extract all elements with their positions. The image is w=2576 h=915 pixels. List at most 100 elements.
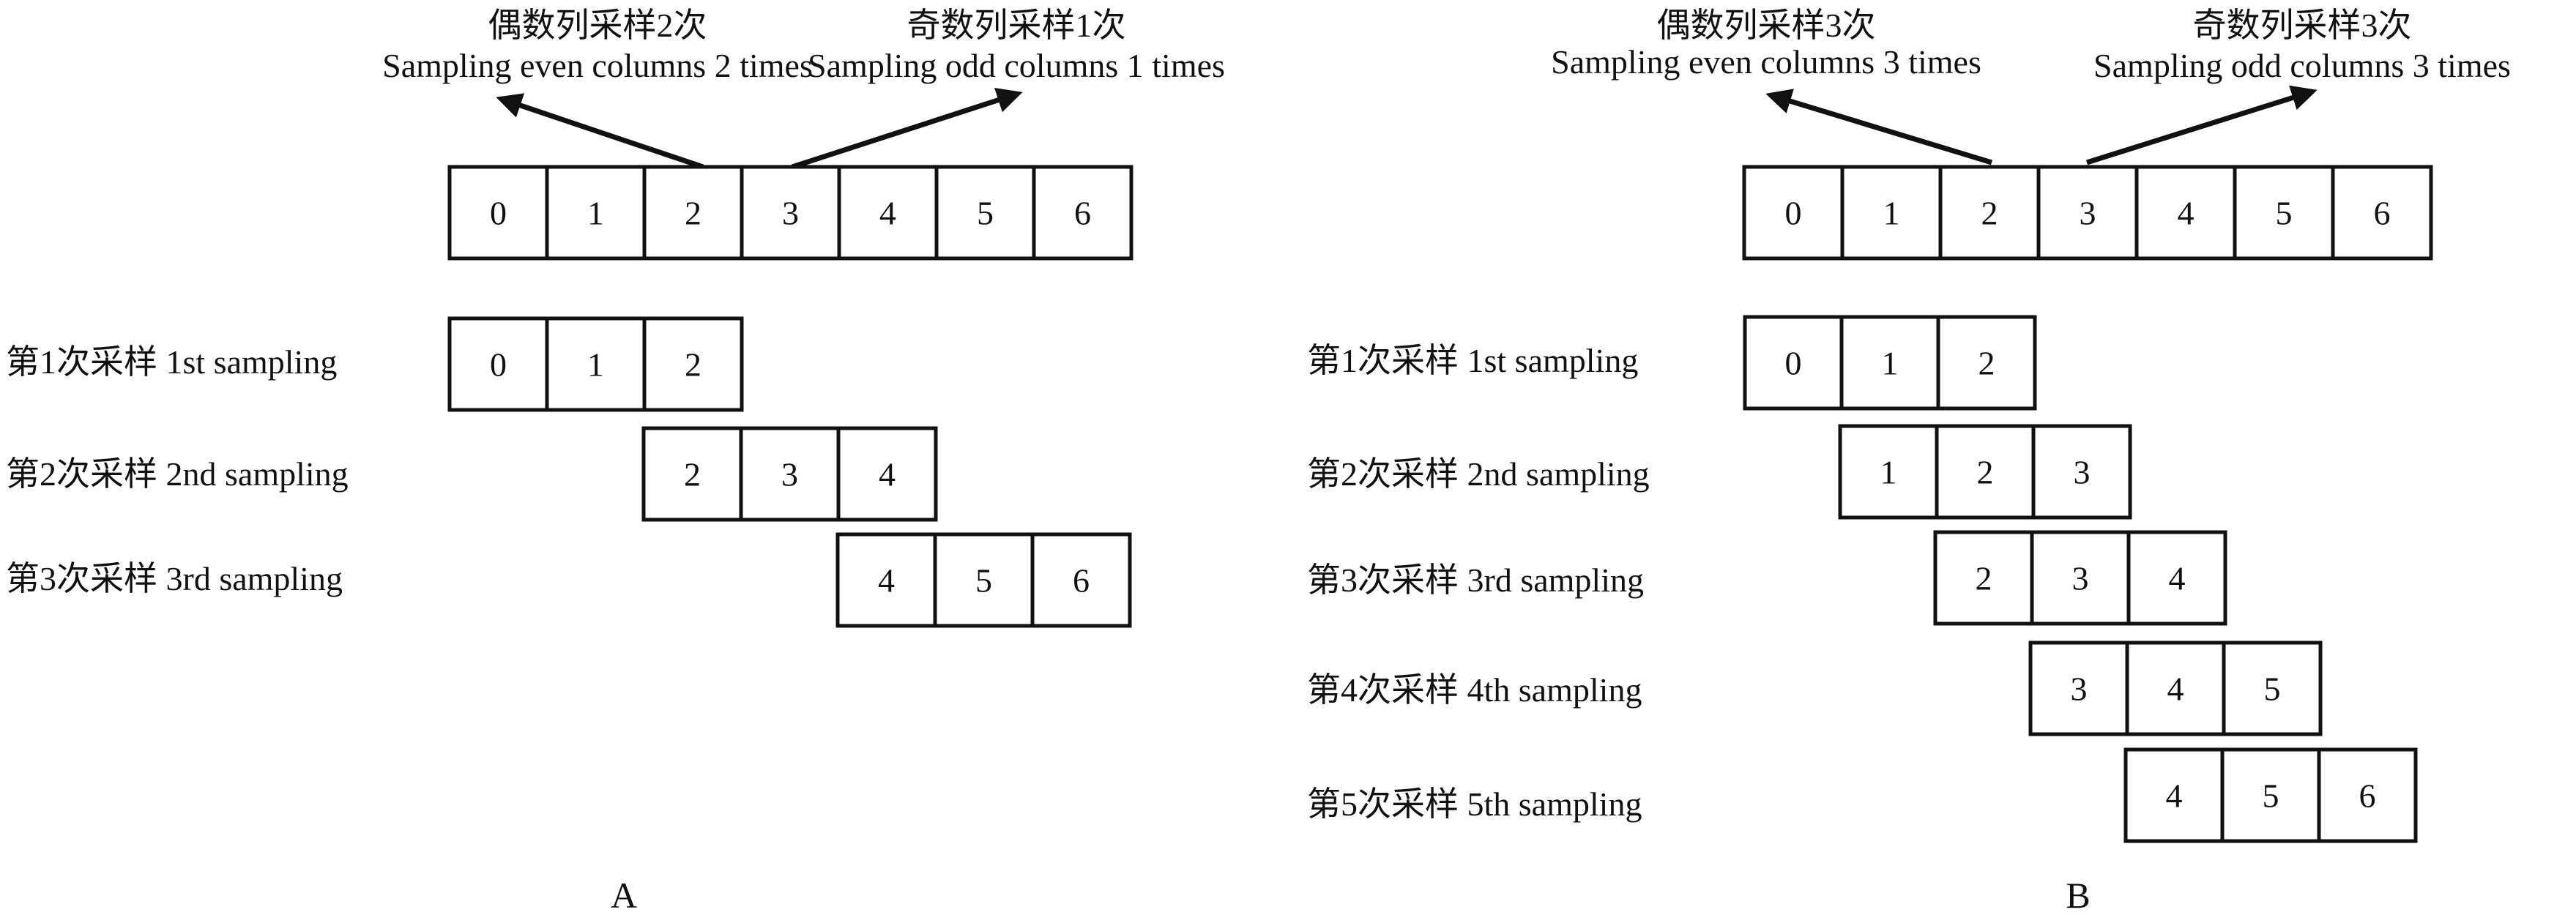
panel-a-sampling-3-cell-value: 6 — [1073, 562, 1090, 600]
panel-b-top-row: 0 1 2 3 4 5 6 — [1742, 165, 2433, 261]
panel-a-top-cell-value: 1 — [587, 195, 604, 232]
panel-a-sampling-3-cells: 4 5 6 — [835, 532, 1132, 628]
panel-b-odd-annotation-en: Sampling odd columns 3 times — [2093, 47, 2511, 84]
panel-a-sampling-2-cells: 2 3 4 — [641, 426, 938, 522]
panel-b-top-cell-value: 4 — [2178, 195, 2195, 232]
panel-a-top-cell-box — [642, 165, 744, 261]
panel-a-sampling-3-cell-value: 4 — [878, 562, 895, 600]
panel-b-top-cell-box — [2036, 165, 2139, 261]
panel-b: 偶数列采样3次 Sampling even columns 3 times 奇数… — [1307, 7, 2511, 915]
panel-b-even-arrow — [1765, 89, 1993, 165]
panel-a-sampling-2-cell-value: 3 — [781, 456, 798, 493]
panel-b-sampling-3-label: 第3次采样 3rd sampling — [1307, 561, 1644, 599]
panel-b-odd-annotation-cn: 奇数列采样3次 — [2193, 7, 2412, 44]
panel-b-sampling-2-cell-value: 3 — [2074, 454, 2091, 491]
panel-b-sampling-2-cell-box — [2031, 424, 2132, 520]
panel-b-sampling-5-label: 第5次采样 5th sampling — [1307, 785, 1642, 823]
panel-b-sampling-2-cell-box — [1838, 424, 1939, 520]
panel-a-sampling-1-cell-box — [447, 316, 549, 412]
panel-a-odd-annotation-cn: 奇数列采样1次 — [907, 7, 1126, 44]
panel-b-top-cell-box — [2233, 165, 2335, 261]
panel-b-top-cell-value: 6 — [2374, 195, 2391, 232]
panel-b-sampling-2-cell-value: 2 — [1977, 454, 1994, 491]
panel-b-top-cell-box — [2134, 165, 2237, 261]
panel-a-sampling-2-label: 第2次采样 2nd sampling — [6, 455, 349, 493]
panel-a-even-annotation-cn: 偶数列采样2次 — [488, 7, 707, 44]
panel-a-sampling-3-cell-box — [835, 532, 937, 628]
panel-b-sampling-4-cell-box — [2125, 640, 2226, 736]
panel-a-sampling-1-cell-value: 0 — [490, 346, 507, 384]
panel-a-top-cell-box — [1032, 165, 1133, 261]
panel-a-sampling-3-cell-box — [1030, 532, 1132, 628]
panel-b-top-cell-box — [1938, 165, 2041, 261]
panel-b-sampling-5-cell-box — [2220, 747, 2321, 843]
panel-a-sampling-2-cell-value: 2 — [684, 456, 701, 493]
panel-b-sampling-3-cell-box — [2126, 530, 2227, 626]
panel-a-sampling-1-cell-value: 1 — [587, 346, 604, 384]
panel-b-sampling-1-cell-value: 2 — [1978, 345, 1995, 382]
panel-a-odd-annotation-en: Sampling odd columns 1 times — [808, 47, 1225, 84]
panel-b-top-cell-value: 2 — [1981, 195, 1998, 232]
panel-a-sampling-3-label: 第3次采样 3rd sampling — [6, 560, 343, 597]
panel-b-sampling-2-cells: 1 2 3 — [1838, 424, 2132, 520]
panel-b-sampling-5-cell-value: 4 — [2166, 777, 2183, 815]
panel-b-sampling-3-cells: 2 3 4 — [1933, 530, 2227, 626]
panel-b-sampling-1-cell-box — [1839, 315, 1940, 411]
panel-a-sampling-2-cell-value: 4 — [879, 456, 896, 493]
panel-b-letter: B — [2066, 875, 2090, 911]
panel-a-sampling-2-cell-box — [836, 426, 938, 522]
panel-a: 偶数列采样2次 Sampling even columns 2 times 奇数… — [6, 7, 1225, 915]
panel-a-top-cell-box — [447, 165, 549, 261]
panel-a-sampling-1-cell-box — [642, 316, 744, 412]
panel-b-even-annotation-en: Sampling even columns 3 times — [1551, 43, 1981, 81]
panel-b-top-cell-value: 5 — [2276, 195, 2293, 232]
panel-b-top-cell-value: 0 — [1785, 195, 1802, 232]
panel-b-sampling-3-cell-value: 3 — [2072, 560, 2089, 597]
panel-a-top-cell-value: 6 — [1074, 195, 1091, 232]
panel-b-sampling-4-cell-value: 3 — [2071, 671, 2088, 708]
panel-b-even-annotation-cn: 偶数列采样3次 — [1657, 7, 1876, 44]
panel-b-sampling-4-label: 第4次采样 4th sampling — [1307, 671, 1642, 709]
panel-b-top-cell-value: 1 — [1883, 195, 1900, 232]
panel-a-sampling-2-cell-box — [739, 426, 841, 522]
panel-a-top-cell-box — [934, 165, 1036, 261]
panel-b-sampling-2-cell-value: 1 — [1880, 454, 1897, 491]
panel-b-sampling-3-cell-box — [2030, 530, 2131, 626]
panel-a-top-cell-value: 2 — [685, 195, 701, 232]
panel-a-top-cell-value: 4 — [879, 195, 896, 232]
panel-b-sampling-5-cell-value: 6 — [2359, 777, 2376, 815]
panel-a-sampling-1-cell-value: 2 — [685, 346, 701, 384]
panel-b-sampling-1-cell-value: 0 — [1785, 345, 1802, 382]
panel-a-top-cell-value: 5 — [977, 195, 994, 232]
panel-a-sampling-1-label: 第1次采样 1st sampling — [6, 343, 337, 381]
panel-b-top-cell-value: 3 — [2080, 195, 2096, 232]
panel-a-sampling-1-cell-box — [545, 316, 647, 412]
panel-b-sampling-1-cell-box — [1936, 315, 2037, 411]
panel-b-sampling-4-cells: 3 4 5 — [2028, 640, 2323, 736]
panel-b-sampling-5-cell-value: 5 — [2263, 777, 2279, 815]
panel-b-sampling-5-cell-box — [2317, 747, 2418, 843]
panel-b-sampling-3-cell-value: 4 — [2169, 560, 2186, 597]
panel-b-sampling-1-label: 第1次采样 1st sampling — [1307, 342, 1638, 379]
panel-b-sampling-5-cell-box — [2123, 747, 2225, 843]
panel-b-sampling-4-cell-value: 5 — [2264, 671, 2281, 708]
panel-b-sampling-5-cells: 4 5 6 — [2123, 747, 2418, 843]
panel-a-sampling-3-cell-value: 5 — [975, 562, 992, 600]
panel-a-top-cell-box — [545, 165, 647, 261]
panel-b-sampling-2-label: 第2次采样 2nd sampling — [1307, 455, 1650, 493]
panel-b-top-cell-box — [1742, 165, 1844, 261]
panel-a-even-annotation-en: Sampling even columns 2 times — [382, 47, 813, 84]
panel-b-sampling-3-cell-value: 2 — [1976, 560, 1992, 597]
panel-a-sampling-1-cells: 0 1 2 — [447, 316, 744, 412]
panel-b-top-cell-box — [2331, 165, 2433, 261]
panel-a-top-cell-box — [837, 165, 939, 261]
panel-a-letter: A — [611, 875, 637, 911]
panel-a-odd-arrow — [791, 88, 1023, 170]
panel-b-sampling-2-cell-box — [1935, 424, 2036, 520]
panel-b-sampling-4-cell-value: 4 — [2167, 671, 2184, 708]
panel-a-top-cell-value: 0 — [490, 195, 507, 232]
